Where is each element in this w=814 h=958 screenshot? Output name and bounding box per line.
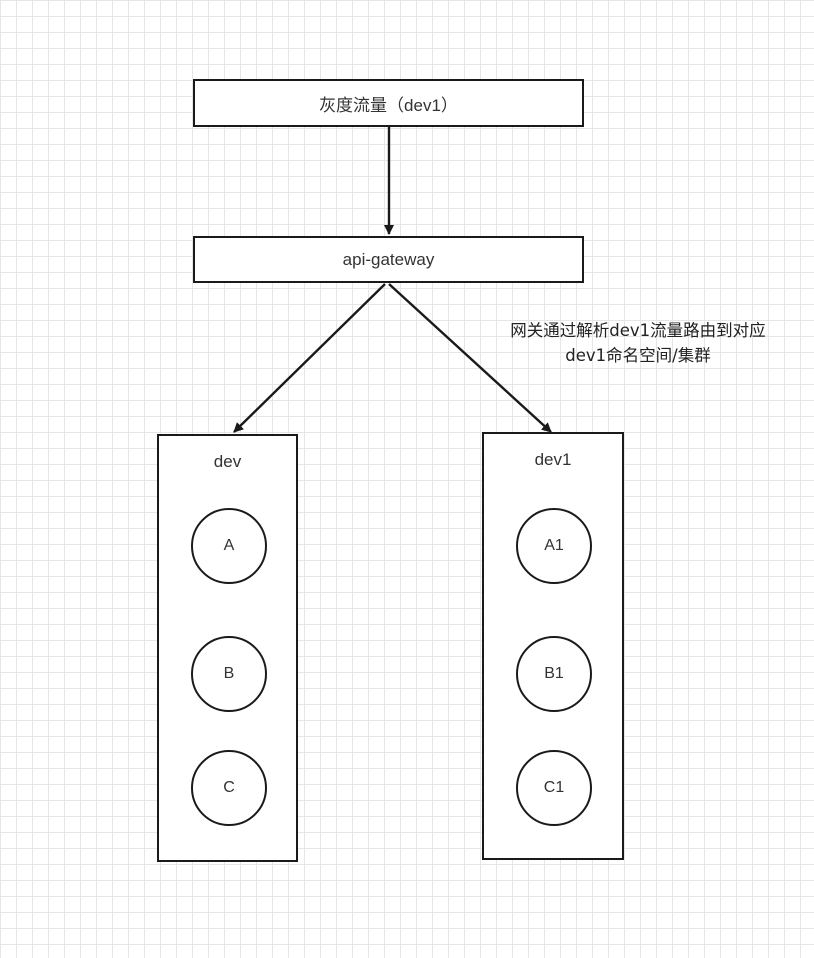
service-a-label: A	[223, 537, 235, 554]
dev-group-label: dev	[213, 452, 242, 471]
dev1-group-label: dev1	[534, 450, 572, 469]
edge-gateway-to-dev	[233, 283, 386, 433]
service-c-label: C	[223, 779, 235, 796]
service-c-node[interactable]: C	[191, 750, 267, 826]
service-a1-label: A1	[544, 537, 564, 554]
service-c1-label: C1	[543, 779, 565, 796]
service-b1-label: B1	[544, 665, 564, 682]
service-b-node[interactable]: B	[191, 636, 267, 712]
gateway-node-label: api-gateway	[342, 249, 435, 269]
routing-annotation-line-1: 网关通过解析dev1流量路由到对应	[510, 321, 766, 340]
service-a1-node[interactable]: A1	[516, 508, 592, 584]
routing-annotation-line-2: dev1命名空间/集群	[565, 346, 711, 365]
service-b-label: B	[223, 665, 235, 682]
traffic-node-label: 灰度流量（dev1）	[319, 95, 458, 115]
gateway-node[interactable]: api-gateway	[193, 236, 584, 283]
service-a-node[interactable]: A	[191, 508, 267, 584]
service-c1-node[interactable]: C1	[516, 750, 592, 826]
service-b1-node[interactable]: B1	[516, 636, 592, 712]
traffic-node[interactable]: 灰度流量（dev1）	[193, 79, 584, 127]
routing-annotation: 网关通过解析dev1流量路由到对应 dev1命名空间/集群	[478, 318, 798, 368]
